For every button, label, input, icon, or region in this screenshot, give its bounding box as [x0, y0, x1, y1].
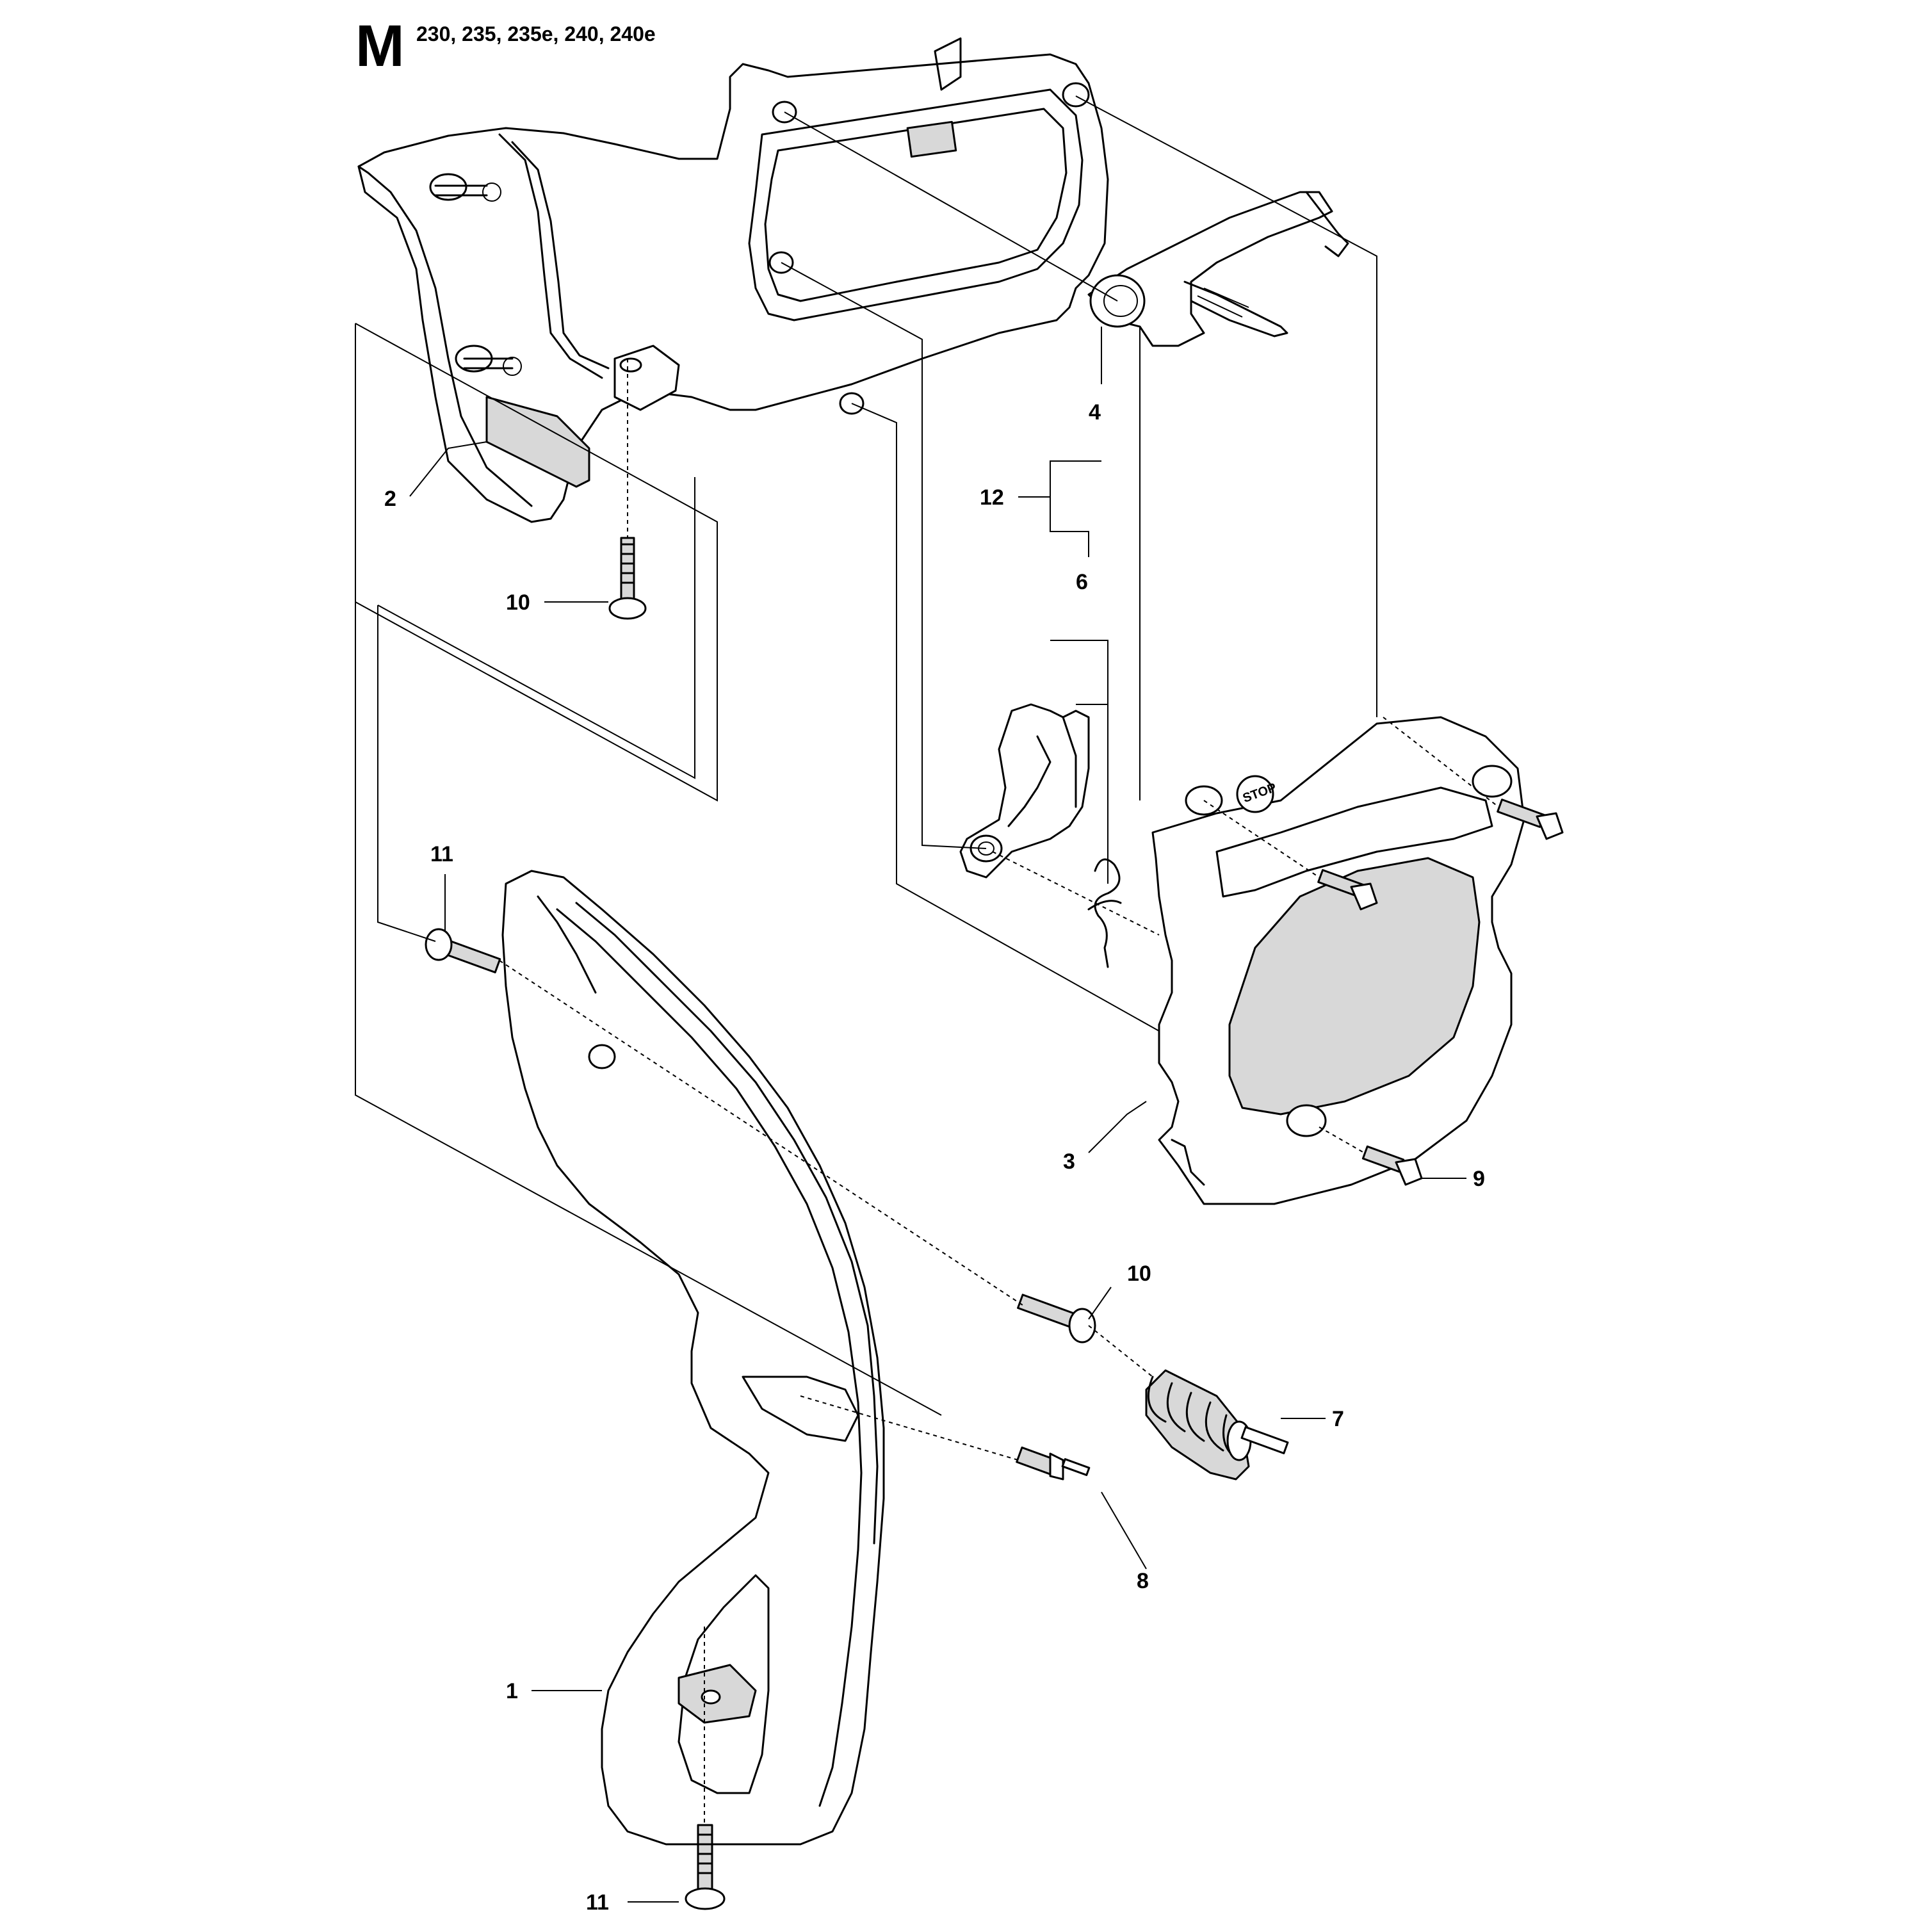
part-6-throttle-lockout [959, 703, 1122, 968]
callout-2: 2 [384, 487, 396, 511]
part-10-screw-middle [1017, 1294, 1096, 1343]
callout-7: 7 [1332, 1407, 1344, 1431]
callout-12: 12 [980, 485, 1004, 510]
part-11-screw-upper [425, 928, 501, 973]
part-3-side-cover: STOP [1151, 716, 1525, 1205]
part-9-bolt-lower [1361, 1145, 1423, 1186]
part-9-bolt-upper [1317, 869, 1378, 911]
callout-3: 3 [1063, 1149, 1075, 1174]
callout-11-upper: 11 [430, 842, 453, 866]
part-4-throttle-trigger [1087, 191, 1349, 347]
part-11-screw-lower [685, 1824, 726, 1910]
callout-4: 4 [1089, 400, 1101, 425]
callout-leaders [409, 327, 1466, 1903]
part-9-bolt-right [1497, 799, 1564, 840]
callout-10-middle: 10 [1127, 1262, 1151, 1286]
callout-6: 6 [1076, 570, 1088, 594]
assembly-lines [355, 95, 1499, 1825]
callout-9: 9 [1473, 1167, 1485, 1191]
part-1-front-handle [501, 870, 885, 1846]
part-7-av-spring [1145, 1369, 1289, 1481]
part-10-screw-upper [608, 537, 647, 620]
section-letter: M [355, 13, 405, 79]
callout-11-lower: 11 [586, 1890, 609, 1915]
callout-labels: 2 10 4 12 6 3 9 10 7 8 1 11 11 [384, 400, 1485, 1915]
callout-8: 8 [1137, 1569, 1149, 1593]
callout-1: 1 [506, 1679, 518, 1703]
model-list: 230, 235, 235e, 240, 240e [416, 22, 656, 45]
part-8-bolt [1016, 1446, 1091, 1481]
callout-10-upper: 10 [506, 590, 530, 615]
part-2-handle-housing [357, 37, 1109, 523]
